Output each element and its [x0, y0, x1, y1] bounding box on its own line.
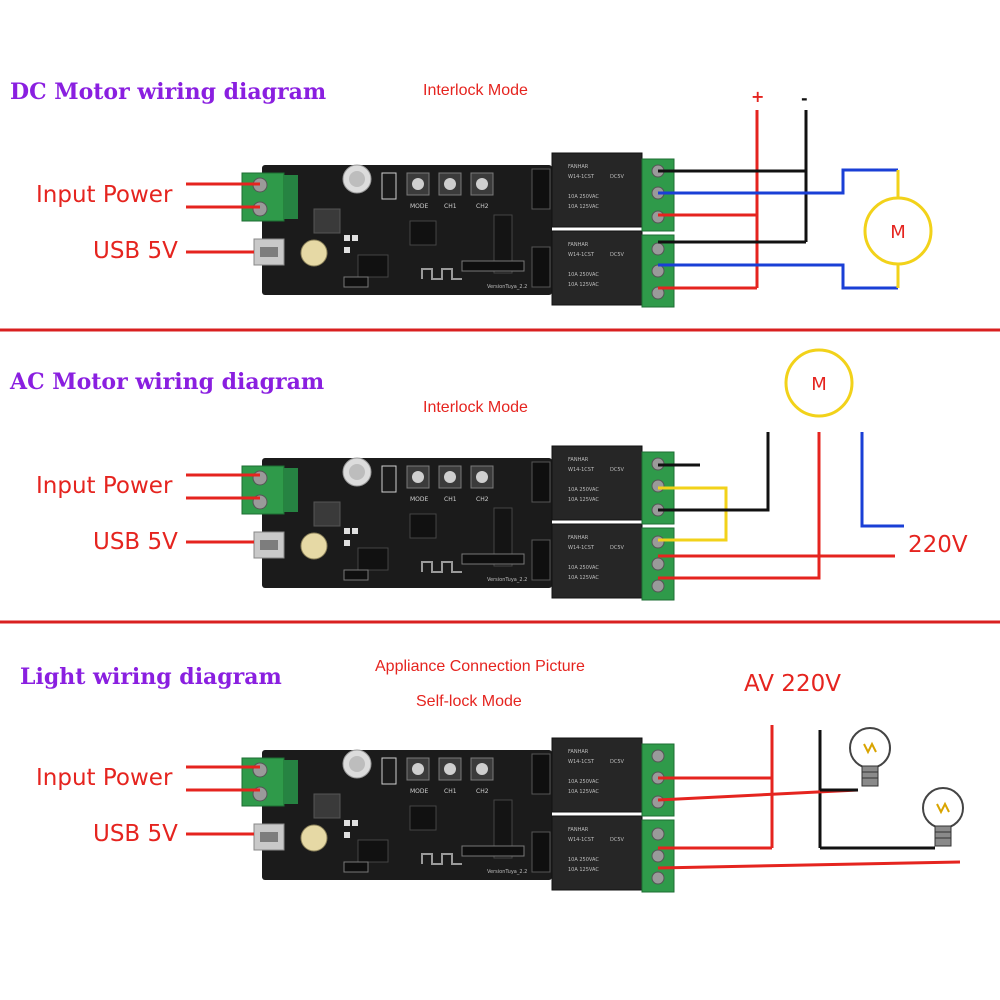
version-label: VersionTuya_2.2 — [487, 577, 527, 583]
motor-label: M — [811, 374, 827, 395]
light-bulb-icon — [849, 727, 891, 787]
relay-voltage-label: DC5V — [610, 174, 625, 180]
dc-motor-section: DC Motor wiring diagram Interlock Mode F… — [10, 79, 933, 308]
light-section: Light wiring diagram Appliance Connectio… — [20, 658, 964, 893]
light-bulb-icon — [922, 787, 964, 847]
motor-wire — [658, 263, 898, 290]
relay-model-label: W14-1CST — [568, 252, 595, 258]
relay-voltage-label: DC5V — [610, 759, 625, 765]
input-power-label: Input Power — [36, 182, 173, 208]
relay-rating-label: 10A 250VAC — [568, 194, 599, 200]
neutral-wire — [860, 432, 904, 528]
relay-model-label: W14-1CST — [568, 545, 595, 551]
ac-motor-section: AC Motor wiring diagram Interlock Mode F… — [9, 348, 968, 601]
voltage-label: 220V — [908, 532, 968, 558]
voltage-label: AV 220V — [744, 671, 841, 697]
relay-board: FANHAR FANHAR W14-1CST W14-1CST DC5V DC5… — [241, 445, 675, 601]
relay-model-label: W14-1CST — [568, 174, 595, 180]
ch2-button-label: CH2 — [476, 203, 489, 210]
mode-label: Self-lock Mode — [416, 693, 522, 710]
motor-wire — [658, 432, 770, 512]
section-title: Light wiring diagram — [20, 664, 282, 690]
relay-voltage-label: DC5V — [610, 252, 625, 258]
relay-rating-label: 10A 250VAC — [568, 857, 599, 863]
relay-voltage-label: DC5V — [610, 837, 625, 843]
mode-button-label: MODE — [410, 788, 429, 795]
relay-brand-label: FANHAR — [568, 827, 589, 833]
relay-brand-label: FANHAR — [568, 242, 589, 248]
motor-icon — [863, 196, 933, 266]
ch2-button-label: CH2 — [476, 496, 489, 503]
relay-rating-label: 10A 250VAC — [568, 487, 599, 493]
negative-terminal-label: - — [801, 89, 808, 108]
section-title: AC Motor wiring diagram — [9, 369, 324, 395]
lamp-wire — [657, 788, 859, 802]
motor-wire — [658, 432, 821, 580]
relay-brand-label: FANHAR — [568, 749, 589, 755]
mode-label: Appliance Connection Picture — [375, 658, 585, 675]
positive-terminal-label: + — [751, 87, 764, 106]
ch1-button-label: CH1 — [444, 496, 457, 503]
relay-rating-label: 10A 125VAC — [568, 575, 599, 581]
relay-rating-label: 10A 125VAC — [568, 282, 599, 288]
motor-icon — [784, 348, 854, 418]
relay-board: FANHAR FANHAR W14-1CST W14-1CST DC5V DC5… — [241, 152, 675, 308]
input-power-label: Input Power — [36, 473, 173, 499]
ch1-button-label: CH1 — [444, 788, 457, 795]
section-title: DC Motor wiring diagram — [10, 79, 326, 105]
relay-voltage-label: DC5V — [610, 545, 625, 551]
bridge-wire — [658, 486, 728, 542]
input-power-label: Input Power — [36, 765, 173, 791]
relay-model-label: W14-1CST — [568, 837, 595, 843]
relay-brand-label: FANHAR — [568, 164, 589, 170]
relay-rating-label: 10A 250VAC — [568, 779, 599, 785]
version-label: VersionTuya_2.2 — [487, 869, 527, 875]
usb-5v-label: USB 5V — [93, 238, 178, 264]
lamp-wire — [657, 860, 961, 870]
ch2-button-label: CH2 — [476, 788, 489, 795]
relay-brand-label: FANHAR — [568, 535, 589, 541]
relay-rating-label: 10A 125VAC — [568, 204, 599, 210]
ch1-button-label: CH1 — [444, 203, 457, 210]
mode-button-label: MODE — [410, 496, 429, 503]
relay-brand-label: FANHAR — [568, 457, 589, 463]
version-label: VersionTuya_2.2 — [487, 284, 527, 290]
mode-button-label: MODE — [410, 203, 429, 210]
relay-voltage-label: DC5V — [610, 467, 625, 473]
relay-rating-label: 10A 125VAC — [568, 867, 599, 873]
relay-model-label: W14-1CST — [568, 759, 595, 765]
relay-rating-label: 10A 250VAC — [568, 272, 599, 278]
mode-label: Interlock Mode — [423, 399, 528, 416]
relay-rating-label: 10A 125VAC — [568, 789, 599, 795]
motor-label: M — [890, 222, 906, 243]
mode-label: Interlock Mode — [423, 82, 528, 99]
usb-5v-label: USB 5V — [93, 821, 178, 847]
motor-wire — [658, 168, 898, 195]
relay-board: FANHAR FANHAR W14-1CST W14-1CST DC5V DC5… — [241, 737, 675, 893]
relay-model-label: W14-1CST — [568, 467, 595, 473]
relay-rating-label: 10A 250VAC — [568, 565, 599, 571]
usb-5v-label: USB 5V — [93, 529, 178, 555]
relay-rating-label: 10A 125VAC — [568, 497, 599, 503]
